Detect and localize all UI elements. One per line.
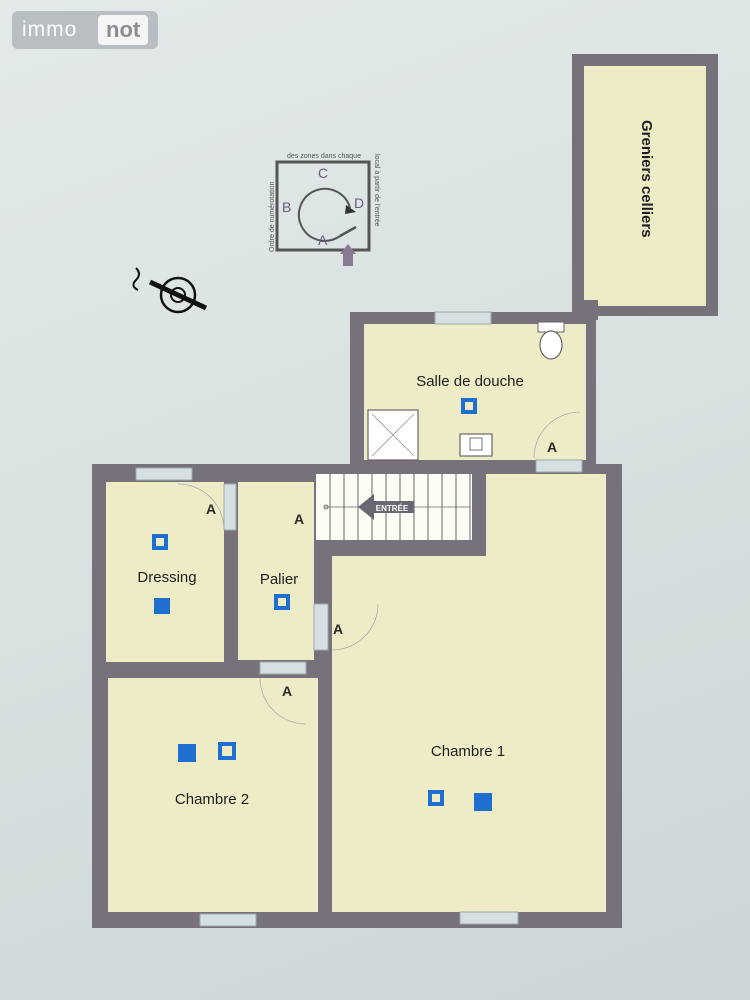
shower-icon bbox=[367, 409, 419, 461]
room-salle-de-douche: Salle de douche A bbox=[364, 311, 586, 473]
legend-letter-d: D bbox=[354, 195, 364, 211]
legend-text-right: local à partir de l'entrée bbox=[373, 154, 380, 227]
room-chambre-2: A Chambre 2 bbox=[108, 661, 318, 927]
toilet-icon bbox=[537, 321, 565, 360]
legend-letter-b: B bbox=[282, 199, 291, 215]
greniers-label: Greniers celliers bbox=[638, 120, 655, 238]
entry-label: ENTRÉE bbox=[376, 504, 409, 513]
dressing-label: Dressing bbox=[137, 569, 196, 586]
door-letter-chambre1: A bbox=[333, 621, 343, 637]
numbering-legend: des zones dans chaque Ordre de numérotat… bbox=[269, 153, 380, 266]
immonot-logo: immo not bbox=[12, 11, 158, 49]
legend-text-left: Ordre de numérotation bbox=[269, 181, 276, 252]
legend-letter-a: A bbox=[318, 232, 328, 248]
logo-text-right: not bbox=[98, 15, 149, 45]
door-letter-salle: A bbox=[547, 439, 557, 455]
entry-arrow-icon bbox=[358, 494, 414, 520]
legend-letter-c: C bbox=[318, 165, 328, 181]
door-letter-chambre2: A bbox=[282, 683, 292, 699]
room-dressing: A Dressing bbox=[106, 467, 237, 662]
chambre-2-label: Chambre 2 bbox=[175, 791, 249, 808]
room-chambre-1: A Chambre 1 bbox=[316, 474, 606, 925]
door-letter-dressing: A bbox=[206, 501, 216, 517]
legend-text-top: des zones dans chaque bbox=[287, 153, 361, 160]
staircase: ENTRÉE bbox=[316, 474, 472, 540]
north-compass-icon bbox=[132, 267, 208, 314]
chambre-1-label: Chambre 1 bbox=[431, 743, 505, 760]
salle-de-douche-label: Salle de douche bbox=[416, 373, 524, 390]
logo-text-left: immo bbox=[22, 18, 78, 41]
sink-icon bbox=[459, 433, 493, 457]
room-palier: A Palier bbox=[238, 482, 329, 660]
door-letter-palier: A bbox=[294, 511, 304, 527]
palier-label: Palier bbox=[260, 571, 298, 588]
room-greniers-celliers: Greniers celliers bbox=[572, 54, 718, 320]
